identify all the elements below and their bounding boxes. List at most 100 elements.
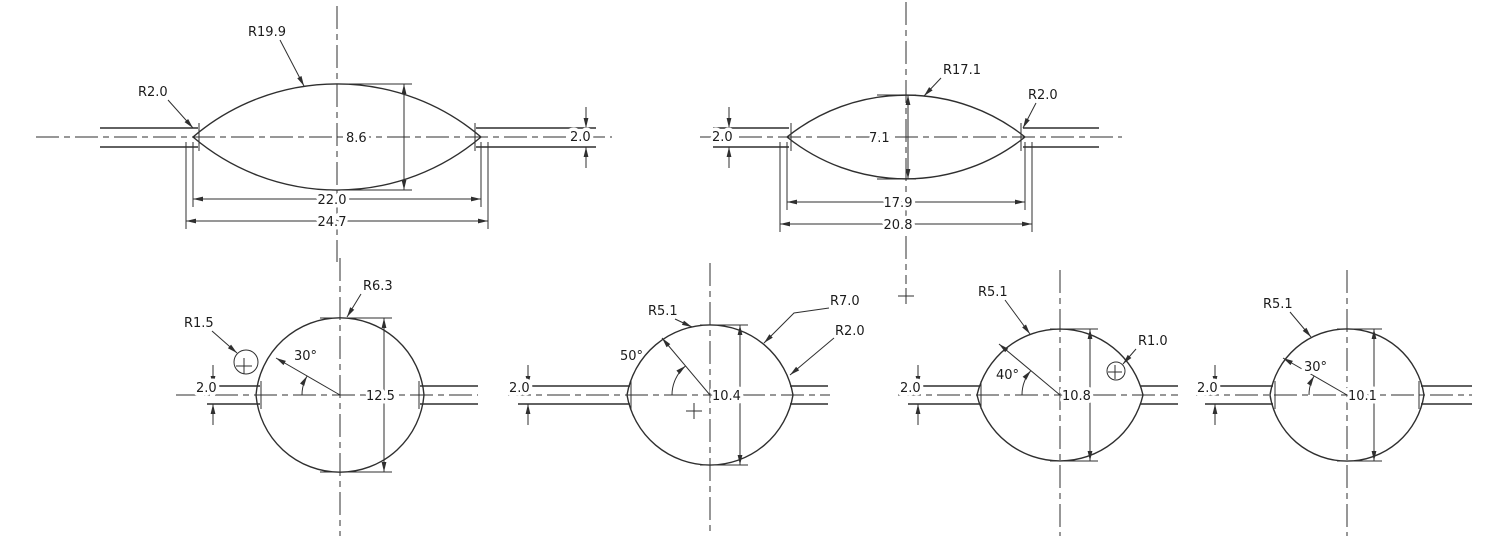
angle-arc xyxy=(1307,375,1315,396)
leader-line xyxy=(346,293,362,318)
leader-line xyxy=(1022,102,1037,129)
lens-profile xyxy=(192,83,482,191)
angle-arc xyxy=(671,365,686,396)
figure-4: R5.1 R7.0 R2.0 50° 10.4 2.0 xyxy=(506,263,865,536)
lens-profile xyxy=(255,317,425,473)
leader-line xyxy=(1004,299,1031,335)
dimension-text: 2.0 xyxy=(712,130,733,145)
fig6-dim-thickness: 2.0 xyxy=(1194,365,1221,425)
fig1-dim-width-outer: 24.7 xyxy=(185,142,489,234)
fig4-angle-callout: 50° xyxy=(617,337,711,396)
dimension-text: 2.0 xyxy=(196,381,217,396)
detail-circle xyxy=(233,349,259,375)
leader-line xyxy=(763,307,830,344)
dimension-text: 7.1 xyxy=(869,131,890,146)
figure-1: R19.9 R2.0 8.6 22.0 24.7 2.0 xyxy=(36,6,612,262)
fig4-dim-thickness: 2.0 xyxy=(506,365,533,425)
dimension-text: 8.6 xyxy=(346,131,367,146)
fig2-dim-width-inner: 17.9 xyxy=(786,142,1026,215)
figure-2: R17.1 R2.0 7.1 2.0 17.9 20.8 xyxy=(700,2,1122,304)
radius-label: R1.0 xyxy=(1138,334,1168,349)
fig3-radius-top-callout: R6.3 xyxy=(346,279,393,318)
radius-label: R5.1 xyxy=(648,304,678,319)
fig3-angle-callout: 30° xyxy=(275,346,341,396)
center-mark xyxy=(236,358,252,374)
fig4-radius-right-callout: R7.0 xyxy=(763,294,860,344)
fig3-dim-thickness: 2.0 xyxy=(193,365,220,425)
center-mark xyxy=(686,403,702,419)
angle-arc xyxy=(300,375,308,396)
fig5-dim-thickness: 2.0 xyxy=(897,365,924,425)
lens-profile xyxy=(976,328,1144,462)
angle-radius-line xyxy=(998,343,1061,396)
fig4-radius-top-callout: R5.1 xyxy=(648,304,693,328)
figure-6: R5.1 30° 10.1 2.0 xyxy=(1194,270,1472,536)
fig6-radius-top-callout: R5.1 xyxy=(1263,297,1312,338)
leader-line xyxy=(789,337,835,376)
radius-label: R19.9 xyxy=(248,25,286,40)
leader-line xyxy=(167,99,194,129)
fig2-radius-tip-callout: R2.0 xyxy=(1022,88,1058,129)
fig1-dim-width-inner: 22.0 xyxy=(192,142,482,212)
dimension-text: 12.5 xyxy=(366,389,395,404)
fig5-radius-top-callout: R5.1 xyxy=(978,285,1031,335)
leader-line xyxy=(674,318,693,328)
leader-line xyxy=(279,39,305,87)
dimension-text: 24.7 xyxy=(318,215,347,230)
radius-label: R2.0 xyxy=(1028,88,1058,103)
leader-line xyxy=(923,77,942,97)
angle-label: 30° xyxy=(1304,360,1327,375)
lens-profile xyxy=(626,324,794,466)
fig6-angle-callout: 30° xyxy=(1282,357,1348,396)
fig6-dim-height: 10.1 xyxy=(1337,328,1382,462)
figure-5: R5.1 R1.0 40° 10.8 2.0 xyxy=(897,270,1178,536)
radius-label: R5.1 xyxy=(978,285,1008,300)
fig3-dim-height: 12.5 xyxy=(320,317,398,473)
radius-label: R1.5 xyxy=(184,316,214,331)
radius-label: R17.1 xyxy=(943,63,981,78)
fig1-radius-tip-callout: R2.0 xyxy=(138,85,194,129)
dimension-text: 10.8 xyxy=(1062,389,1091,404)
angle-radius-line xyxy=(661,337,711,396)
fig3-radius-small-callout: R1.5 xyxy=(184,316,238,354)
figure-3: R1.5 R6.3 30° 12.5 2.0 xyxy=(176,258,478,536)
dimension-text: 22.0 xyxy=(318,193,347,208)
radius-label: R5.1 xyxy=(1263,297,1293,312)
fig4-dim-height: 10.4 xyxy=(700,324,748,466)
fig5-dim-height: 10.8 xyxy=(1050,328,1098,462)
dimension-text: 10.4 xyxy=(712,389,741,404)
dimension-text: 2.0 xyxy=(1197,381,1218,396)
fig2-radius-outer-callout: R17.1 xyxy=(923,63,981,97)
center-mark xyxy=(1108,365,1122,379)
lens-profile xyxy=(786,94,1026,180)
angle-label: 50° xyxy=(620,349,643,364)
lens-profile xyxy=(1269,328,1425,462)
dimension-text: 17.9 xyxy=(884,196,913,211)
dimension-text: 2.0 xyxy=(509,381,530,396)
fig1-radius-outer-callout: R19.9 xyxy=(248,25,305,87)
angle-label: 40° xyxy=(996,368,1019,383)
radius-label: R2.0 xyxy=(138,85,168,100)
dimension-text: 20.8 xyxy=(884,218,913,233)
detail-circle xyxy=(1106,361,1126,381)
dimension-text: 10.1 xyxy=(1348,389,1377,404)
dimension-text: 2.0 xyxy=(900,381,921,396)
angle-label: 30° xyxy=(294,349,317,364)
fig5-radius-small-callout: R1.0 xyxy=(1122,334,1168,365)
radius-label: R6.3 xyxy=(363,279,393,294)
leader-line xyxy=(1289,311,1312,338)
angle-radius-line xyxy=(275,357,341,396)
angle-arc xyxy=(1021,370,1032,396)
fig5-angle-callout: 40° xyxy=(993,343,1061,396)
dimension-text: 2.0 xyxy=(570,130,591,145)
fig2-dim-height: 7.1 xyxy=(866,94,916,180)
leader-line xyxy=(211,330,238,354)
fig2-dim-width-outer: 20.8 xyxy=(779,142,1033,237)
center-mark xyxy=(898,288,914,304)
angle-radius-line xyxy=(1282,357,1348,396)
radius-label: R7.0 xyxy=(830,294,860,309)
fig4-radius-blend-callout: R2.0 xyxy=(789,324,865,376)
fig1-dim-thickness: 2.0 xyxy=(567,107,594,168)
